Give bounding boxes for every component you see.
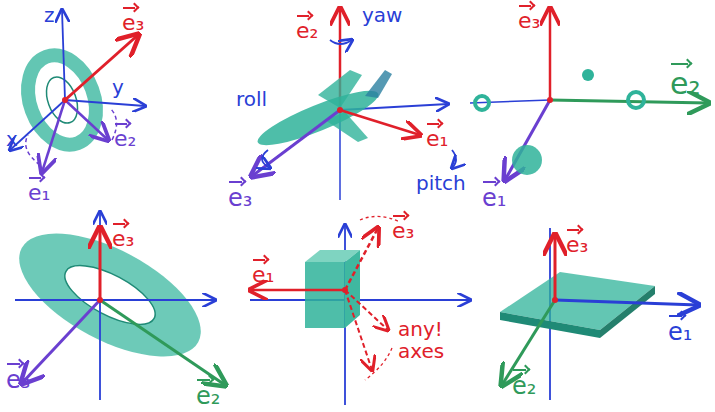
- vector-label: e₂: [512, 368, 536, 399]
- vector-label: e₂: [296, 14, 318, 43]
- mass: [475, 96, 489, 110]
- vector-label: e₁: [252, 258, 274, 287]
- rotation-label: roll: [236, 88, 267, 110]
- vector-label: e₁: [426, 122, 448, 151]
- z-axis: [62, 10, 65, 100]
- e1-vector: [42, 100, 65, 172]
- vector-label: e₁: [482, 180, 506, 211]
- vector-label: e₁: [28, 176, 50, 205]
- vector-label: e₃: [6, 362, 30, 393]
- e2-vector: [100, 300, 225, 385]
- origin: [552, 297, 558, 303]
- roll-arrow: [262, 150, 270, 168]
- vector-label: e₃: [566, 228, 588, 257]
- origin: [62, 97, 68, 103]
- slab-edge: [600, 286, 655, 338]
- slab-edge: [500, 312, 600, 338]
- axis: [15, 299, 215, 301]
- axis-label: y: [112, 76, 124, 98]
- rotation-label: yaw: [362, 4, 402, 26]
- panel-cube: [250, 216, 470, 405]
- origin: [337, 107, 343, 113]
- origin: [342, 287, 348, 293]
- pitch-arrow: [452, 150, 456, 168]
- vector-label: e₃: [228, 180, 252, 211]
- e3-vector: [99, 228, 102, 300]
- e3-vector: [22, 300, 100, 383]
- vector-label: e₃: [122, 6, 144, 35]
- mass: [628, 92, 644, 108]
- axis: [99, 212, 101, 400]
- mass: [582, 69, 594, 81]
- axis: [470, 100, 550, 103]
- e3-vector: [549, 8, 552, 100]
- disc: [1, 208, 220, 381]
- cube-front: [305, 262, 345, 328]
- mass: [512, 145, 542, 175]
- axis-label: x: [6, 128, 18, 150]
- other-axis: [345, 290, 372, 370]
- panel-disc: [1, 208, 225, 400]
- other-axis: [345, 290, 388, 330]
- e3-vector: [252, 110, 340, 176]
- vector-label: e₃: [518, 4, 540, 33]
- vector-label: e₃: [112, 222, 134, 251]
- torus: [16, 46, 108, 154]
- e3-vector: [345, 228, 378, 290]
- vector-label: e₂: [114, 122, 136, 151]
- panel-points: [470, 8, 708, 180]
- rotation-hint: [26, 108, 117, 165]
- disc-hole: [56, 254, 163, 336]
- e3-vector: [554, 235, 557, 300]
- e1-vector: [340, 110, 420, 135]
- panel-slab: [500, 228, 698, 400]
- origin: [97, 297, 103, 303]
- y-axis: [65, 100, 145, 106]
- vector-label: e₂: [670, 62, 700, 100]
- vector-label: e₂: [196, 378, 220, 409]
- vector-label: e₃: [392, 214, 414, 243]
- note: any! axes: [398, 318, 454, 362]
- axis-label: z: [44, 4, 55, 26]
- e1-vector: [505, 100, 550, 180]
- e3-vector: [65, 35, 138, 100]
- yaw-arrow: [330, 40, 352, 44]
- e1-vector: [555, 300, 698, 305]
- origin: [547, 97, 553, 103]
- tail: [365, 70, 392, 98]
- e1-vector: [250, 289, 345, 292]
- rotation-label: pitch: [416, 172, 466, 194]
- e2-vector: [65, 100, 108, 140]
- vector-label: e₁: [668, 314, 692, 345]
